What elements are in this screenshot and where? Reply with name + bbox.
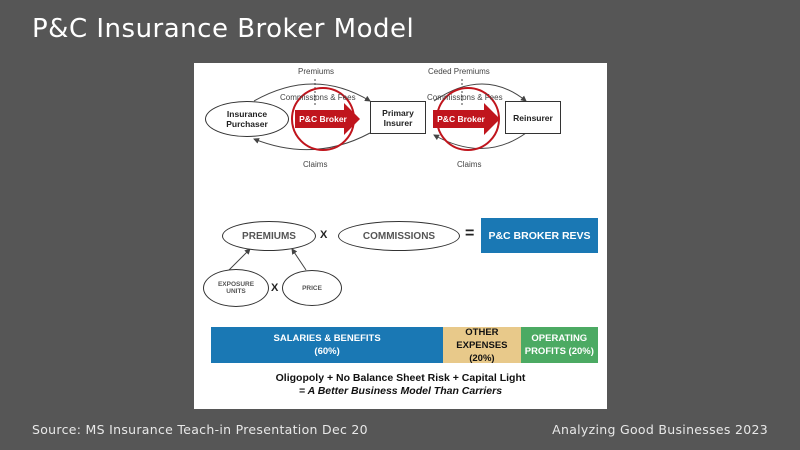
source-note: Source: MS Insurance Teach-in Presentati… [32, 422, 368, 437]
premiums-node: PREMIUMS [222, 221, 316, 251]
exposure-units-node: EXPOSURE UNITS [203, 269, 269, 307]
cost-segment-label: OTHER [465, 326, 499, 338]
commissions-node: COMMISSIONS [338, 221, 460, 251]
claims-label-1: Claims [303, 160, 328, 169]
tagline-line-2: = A Better Business Model Than Carriers [298, 385, 503, 397]
tagline-line-1: Oligopoly + No Balance Sheet Risk + Capi… [275, 372, 526, 384]
cost-segment-label: SALARIES & BENEFITS [273, 333, 381, 344]
broker-arrow-2 [433, 103, 500, 135]
times-operator-2: X [271, 282, 279, 294]
insurance-purchaser-node: Insurance Purchaser [205, 101, 289, 137]
premiums-label: Premiums [298, 67, 335, 76]
broker-revs-box: P&C BROKER REVS [481, 218, 598, 253]
claims-arc-2 [433, 132, 527, 149]
credit-note: Analyzing Good Businesses 2023 [552, 422, 768, 437]
flow-connectors [228, 79, 527, 271]
exposure-arrow [228, 248, 251, 271]
cost-segment-share: (60%) [314, 346, 340, 357]
cost-segment-label: OPERATING [531, 333, 588, 344]
commissions-label-1: Commissions & Fees [280, 93, 356, 102]
premiums-arc [253, 83, 371, 102]
times-operator: X [320, 229, 328, 241]
broker-label-2: P&C Broker [437, 114, 485, 124]
cost-segment-share: PROFITS (20%) [524, 346, 594, 357]
diagram-panel: Premiums Commissions & Fees Claims Ceded… [194, 63, 607, 409]
price-arrow [291, 248, 307, 271]
cost-segment-share: EXPENSES (20%) [456, 339, 508, 364]
claims-arc [253, 132, 371, 151]
ceded-premiums-arc [433, 83, 527, 102]
reinsurer-node: Reinsurer [505, 101, 561, 134]
slide-title: P&C Insurance Broker Model [32, 14, 415, 44]
price-node: PRICE [282, 270, 342, 306]
broker-label-1: P&C Broker [299, 114, 347, 124]
broker-arrow-1 [295, 103, 360, 135]
equals-operator: = [465, 225, 475, 242]
cost-segment-1: SALARIES & BENEFITS (60%) [211, 327, 444, 363]
commissions-label-2: Commissions & Fees [427, 93, 503, 102]
cost-segment-3: OPERATING PROFITS (20%) [520, 327, 599, 363]
primary-insurer-node: Primary Insurer [370, 101, 426, 134]
claims-label-2: Claims [457, 160, 482, 169]
ceded-premiums-label: Ceded Premiums [428, 67, 490, 76]
